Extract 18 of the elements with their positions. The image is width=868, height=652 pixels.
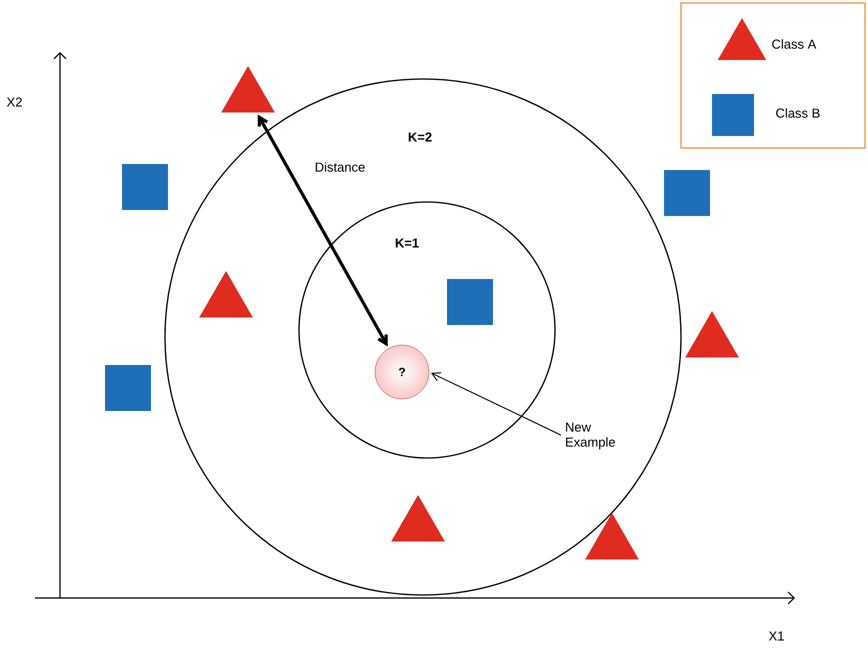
legend-label: Class B — [776, 108, 820, 118]
square-marker — [664, 170, 710, 216]
square-marker — [447, 279, 493, 325]
triangle-marker — [685, 311, 739, 358]
square-marker — [122, 164, 168, 210]
triangle-marker — [391, 495, 445, 542]
triangle-marker — [221, 66, 275, 112]
legend-label: Class A — [772, 39, 816, 49]
arrow — [258, 114, 388, 347]
square-marker — [105, 365, 151, 411]
axis-label: X1 — [768, 632, 784, 640]
query-point: ? — [374, 344, 430, 400]
triangle-marker — [585, 513, 639, 560]
edge-label: Distance — [316, 162, 365, 172]
annotation-text: New Example — [566, 422, 615, 450]
axis-label: X2 — [6, 97, 22, 107]
arrow — [431, 372, 562, 436]
triangle-marker — [199, 271, 253, 318]
